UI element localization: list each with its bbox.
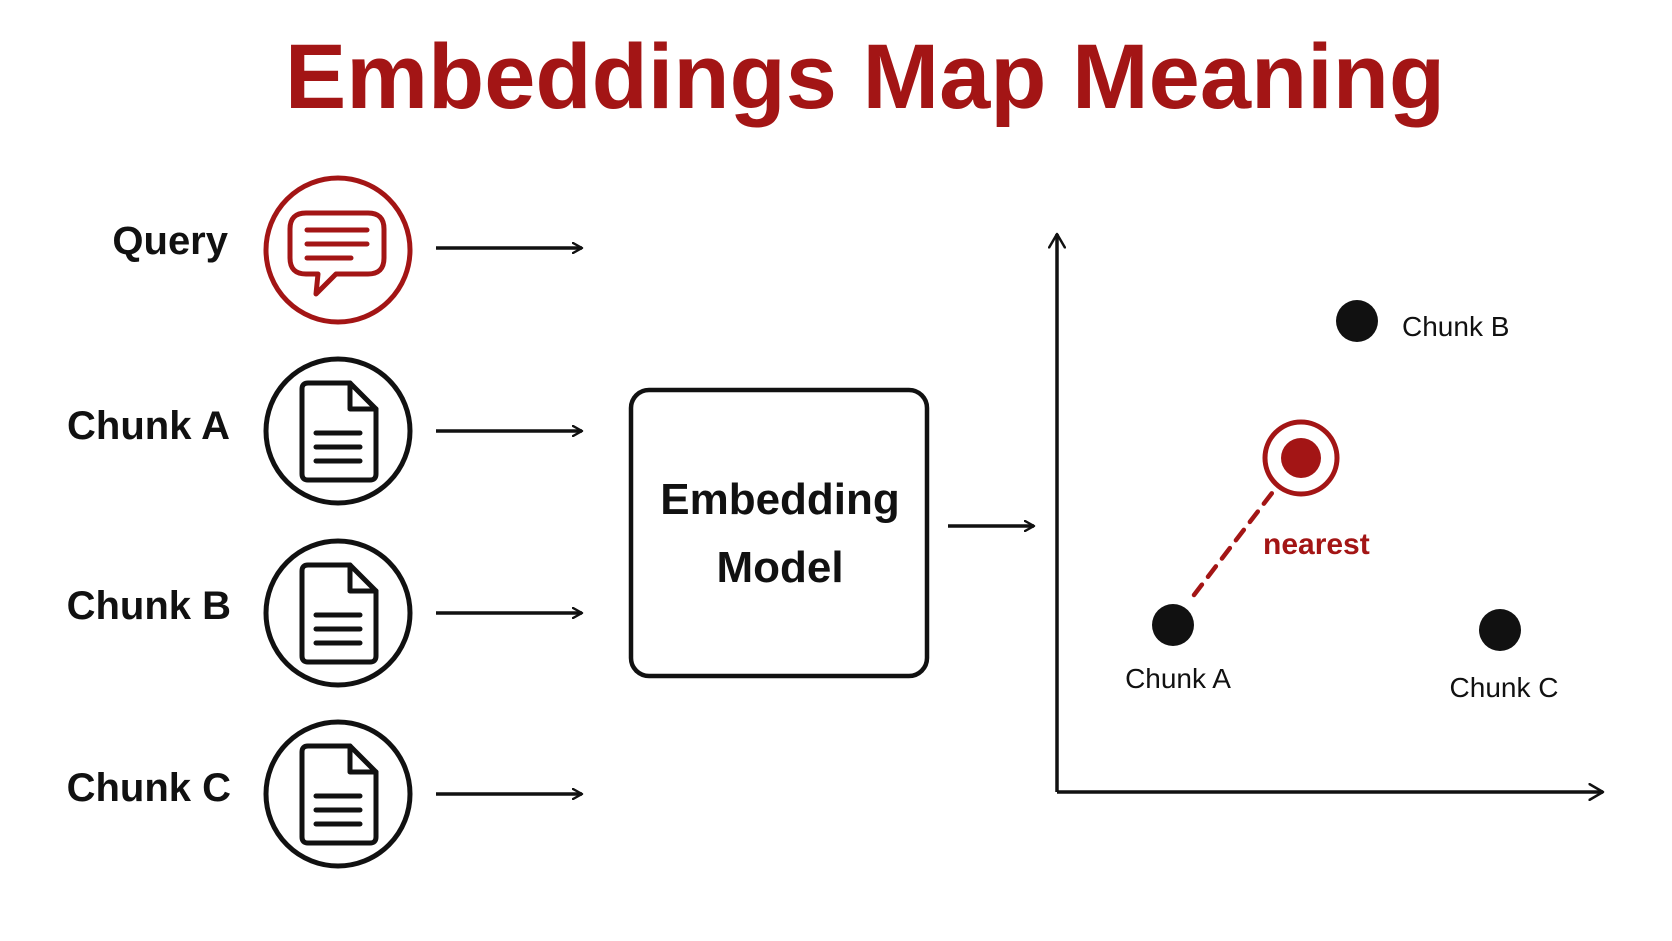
input-label-chunk-c: Chunk C — [67, 766, 231, 810]
input-row-chunk-b: Chunk B — [67, 538, 582, 688]
chunk-c-icon-ring — [263, 719, 413, 869]
input-label-query: Query — [112, 219, 228, 263]
input-row-chunk-c: Chunk C — [67, 719, 582, 869]
page-title: Embeddings Map Meaning — [285, 26, 1445, 128]
point-label-chunk-b: Chunk B — [1402, 311, 1509, 342]
query-icon-ring — [263, 175, 413, 325]
model-label-line1: Embedding — [660, 475, 900, 524]
embedding-space: Chunk B Chunk A Chunk C nearest — [1057, 234, 1603, 792]
chunk-a-icon-ring — [263, 356, 413, 506]
point-label-chunk-c: Chunk C — [1450, 672, 1559, 703]
input-row-query: Query — [112, 175, 582, 325]
nearest-connector — [1191, 490, 1275, 598]
document-icon — [299, 380, 379, 483]
target-icon — [1262, 419, 1340, 497]
model-label-line2: Model — [716, 543, 843, 592]
document-icon — [299, 562, 379, 665]
point-chunk-c — [1479, 609, 1521, 651]
point-chunk-b — [1336, 300, 1378, 342]
nearest-label: nearest — [1263, 528, 1370, 561]
input-label-chunk-a: Chunk A — [67, 404, 230, 448]
document-icon — [299, 743, 379, 846]
point-label-chunk-a: Chunk A — [1125, 663, 1231, 694]
input-row-chunk-a: Chunk A — [67, 356, 582, 506]
chunk-b-icon-ring — [263, 538, 413, 688]
input-label-chunk-b: Chunk B — [67, 584, 231, 628]
point-chunk-a — [1152, 604, 1194, 646]
embedding-model-box: Embedding Model — [628, 387, 930, 679]
chat-bubble-icon — [287, 210, 387, 297]
